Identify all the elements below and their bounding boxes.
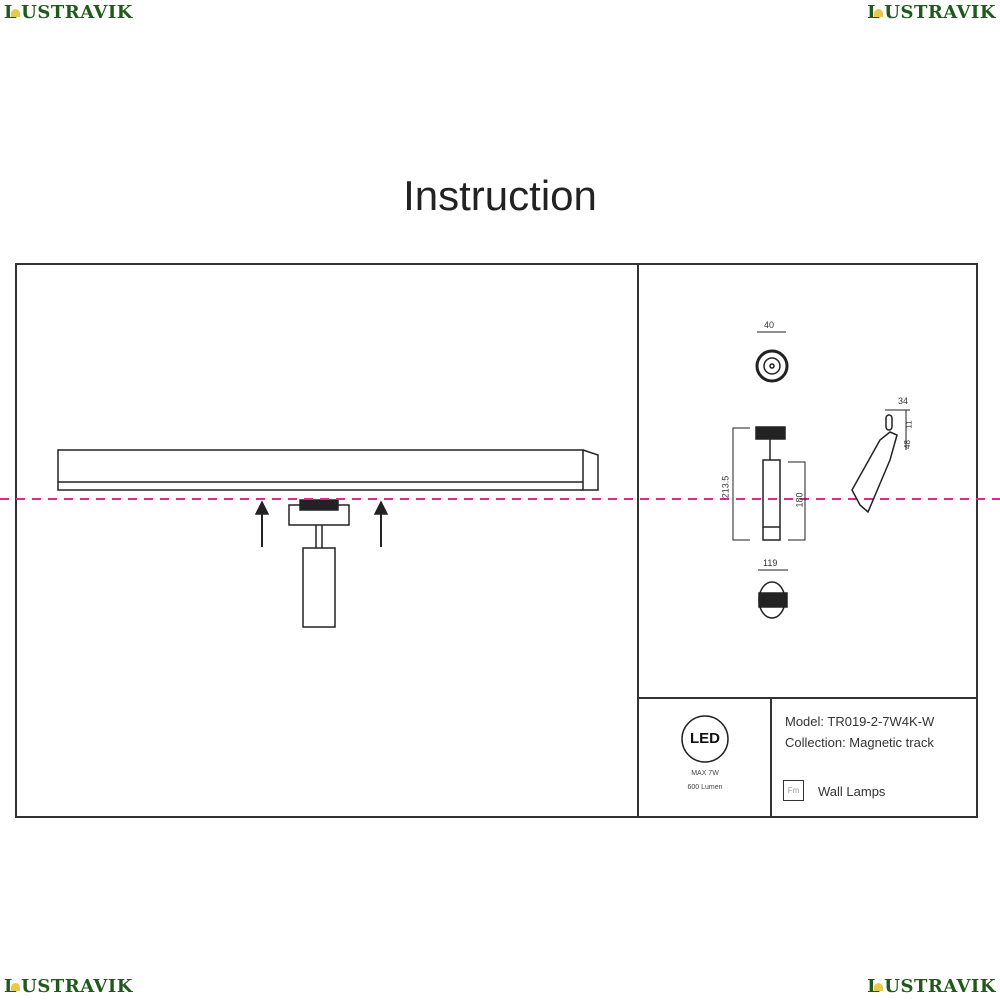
divider <box>637 263 639 818</box>
dim-total-height: 213.5 <box>720 475 731 499</box>
divider <box>770 697 772 818</box>
top-view <box>755 331 789 383</box>
collection-text: Collection: Magnetic track <box>785 735 934 750</box>
brand-logo-bottom-right: LUSTRAVIK <box>867 976 996 997</box>
dim-body-height: 180 <box>794 492 805 508</box>
max-power: MAX 7W <box>691 770 719 777</box>
brand-logo-top-left: LUSTRAVIK <box>4 2 133 23</box>
divider <box>637 697 978 699</box>
led-icon-label: LED <box>690 730 720 747</box>
category-text: Wall Lamps <box>818 784 886 799</box>
lumen: 600 Lumen <box>687 784 723 791</box>
category-icon: Fm <box>783 780 804 801</box>
angled-view <box>851 409 910 514</box>
spotlight-mount <box>288 499 350 628</box>
dim-side-height: 48 <box>902 440 912 449</box>
brand-logo-top-right: LUSTRAVIK <box>867 2 996 23</box>
dim-side-offset: 34 <box>898 396 909 406</box>
dim-top-width: 40 <box>764 320 775 330</box>
side-view <box>732 426 806 541</box>
dim-side-small: 11 <box>904 420 914 429</box>
model-text: Model: TR019-2-7W4K-W <box>785 714 935 729</box>
brand-logo-bottom-left: LUSTRAVIK <box>4 976 133 997</box>
track-rail <box>57 449 599 491</box>
led-icon <box>681 715 729 763</box>
bottom-view <box>758 569 788 619</box>
dim-base-width: 119 <box>763 558 778 568</box>
arrow-up-icon <box>254 500 389 547</box>
instruction-frame <box>15 263 978 818</box>
page-title: Instruction <box>403 172 597 219</box>
